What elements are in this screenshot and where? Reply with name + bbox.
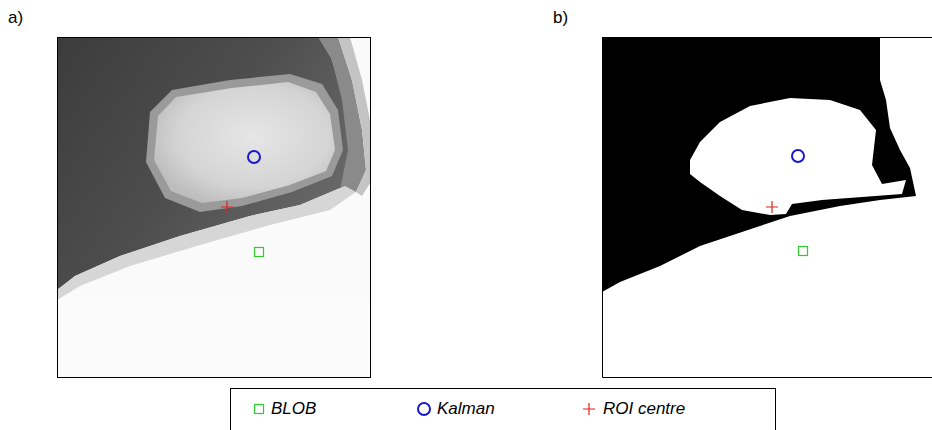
kalman-symbol (418, 403, 430, 415)
roi-centre-marker (766, 201, 778, 213)
panel-label: a) (8, 8, 23, 28)
legend-label: ROI centre (603, 399, 685, 419)
legend-label: BLOB (271, 399, 316, 419)
kalman-marker (792, 150, 804, 162)
panel-label: b) (553, 8, 568, 28)
blob-marker (255, 248, 264, 257)
blob-symbol (255, 405, 264, 414)
roi-centre-marker (221, 201, 233, 213)
binary-image (602, 37, 932, 378)
legend-label: Kalman (437, 399, 495, 419)
legend-box (231, 389, 776, 430)
grayscale-image (57, 37, 371, 378)
roi-centre-symbol (583, 403, 595, 415)
kalman-marker (248, 151, 260, 163)
blob-marker (799, 247, 808, 256)
